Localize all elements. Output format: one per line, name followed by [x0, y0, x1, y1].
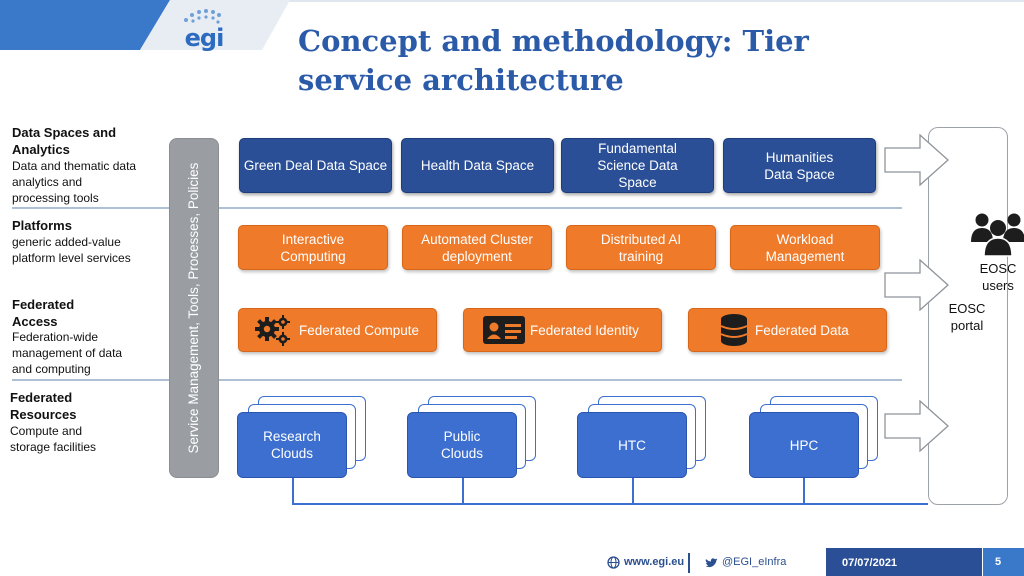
resource-htc: HTC — [577, 412, 687, 478]
header-band — [0, 0, 1024, 2]
eosc-users-label: EOSC users — [979, 261, 1017, 293]
egi-logo-icon — [184, 9, 221, 24]
connector-line — [462, 478, 464, 504]
footer-twitter-handle[interactable]: @EGI_eInfra — [722, 556, 787, 568]
platform-distributed-ai: Distributed AI training — [566, 225, 716, 270]
footer-page-band — [983, 548, 1024, 576]
tier-platforms-label: Platforms generic added-value platform l… — [12, 218, 131, 265]
data-space-green-deal: Green Deal Data Space — [239, 138, 392, 193]
connector-line — [632, 478, 634, 504]
federated-data-box: Federated Data — [688, 308, 887, 352]
federated-compute-label: Federated Compute — [299, 322, 420, 338]
federated-identity-label: Federated Identity — [530, 322, 639, 338]
users-icon — [971, 213, 1024, 257]
service-management-bar — [169, 138, 219, 478]
footer-date: 07/07/2021 — [842, 557, 898, 569]
eosc-portal-label: EOSC portal — [948, 301, 986, 333]
data-space-fundamental-science: Fundamental Science Data Space — [561, 138, 714, 193]
tier-separator — [12, 207, 902, 209]
page-title: Concept and methodology: Tier service ar… — [298, 24, 809, 97]
resource-hpc: HPC — [749, 412, 859, 478]
data-space-health: Health Data Space — [401, 138, 554, 193]
arrow-right-icon — [884, 259, 949, 311]
footer-date-band — [826, 548, 982, 576]
footer-website-link[interactable]: www.egi.eu — [624, 556, 685, 568]
tier-federated-access-desc: Federation-wide management of data and c… — [12, 330, 123, 376]
database-icon — [720, 314, 748, 346]
arrow-right-icon — [884, 134, 949, 186]
federated-data-label: Federated Data — [755, 322, 849, 338]
tier-federated-access-label: Federated Access — [12, 297, 75, 329]
header-logo-panel — [0, 0, 290, 50]
resource-research-clouds: Research Clouds — [237, 412, 347, 478]
connector-line — [292, 478, 294, 504]
footer-divider — [688, 553, 690, 573]
page-number: 5 — [994, 556, 1002, 568]
tier-federated-resources-label: Federated Resources Compute and storage … — [10, 390, 97, 454]
service-management-label: Service Management, Tools, Processes, Po… — [186, 162, 201, 454]
logo-text: egi — [184, 24, 225, 52]
platform-interactive-computing: Interactive Computing — [238, 225, 388, 270]
connector-line — [292, 503, 928, 505]
resource-public-clouds: Public Clouds — [407, 412, 517, 478]
platform-workload-management: Workload Management — [730, 225, 880, 270]
tier-separator — [12, 379, 902, 381]
tier-data-spaces-label: Data Spaces and Analytics Data and thema… — [12, 125, 137, 205]
platform-automated-cluster: Automated Cluster deployment — [402, 225, 552, 270]
eosc-portal-column — [928, 127, 1008, 505]
federated-identity-box: Federated Identity — [463, 308, 662, 352]
id-card-icon — [483, 316, 525, 344]
federated-compute-box: Federated Compute — [238, 308, 437, 352]
gears-icon — [255, 315, 290, 346]
globe-icon — [607, 556, 620, 569]
data-space-humanities: Humanities Data Space — [723, 138, 876, 193]
connector-line — [803, 478, 805, 504]
twitter-icon — [705, 558, 718, 568]
arrow-right-icon — [884, 400, 949, 452]
